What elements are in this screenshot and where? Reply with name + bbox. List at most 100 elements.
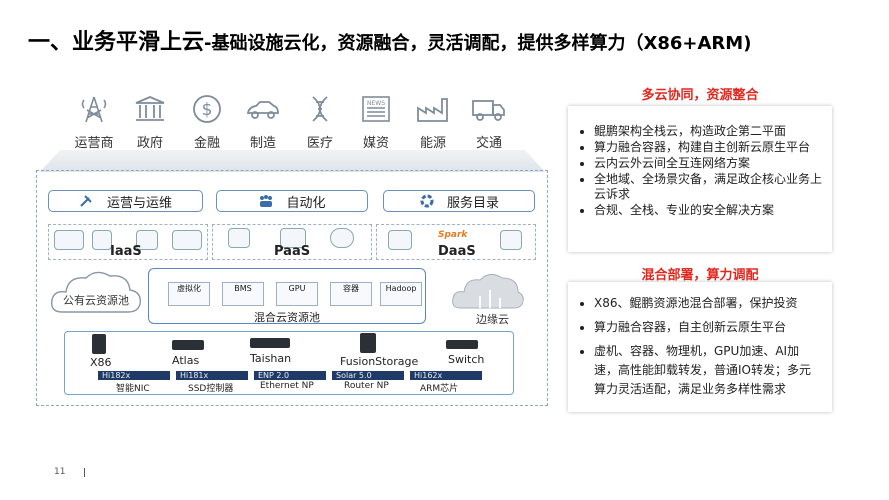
network-icon <box>136 230 158 250</box>
chip-model: Hi182x <box>98 371 170 380</box>
chip-model: Hi181x <box>176 371 248 380</box>
cloud-paas-icon <box>280 228 306 248</box>
panel-bottom-heading: 混合部署，算力调配 <box>641 268 759 283</box>
tile-label: Hadoop <box>385 284 417 293</box>
service-label: 运营与运维 <box>106 195 172 211</box>
chip-name: SSD控制器 <box>188 384 234 394</box>
industry-telecom: 运营商 <box>64 94 124 151</box>
chip-model: ENP 2.0 <box>254 371 326 380</box>
industry-label: 运营商 <box>74 136 114 151</box>
panel-top-heading: 多云协同，资源整合 <box>641 88 759 103</box>
taishan-server-icon <box>250 338 290 348</box>
panel-top-item: 算力融合容器，构建自主创新云原生平台 <box>594 140 822 155</box>
newspaper-icon: NEWS <box>362 96 390 122</box>
phone-icon <box>92 230 112 250</box>
people-icon <box>260 195 273 207</box>
chip-name: Router NP <box>344 381 389 391</box>
paas-layer <box>212 224 372 260</box>
industry-label: 交通 <box>475 136 502 151</box>
hybrid-pool-box <box>148 268 426 324</box>
industry-connector <box>40 150 545 172</box>
industry-label: 制造 <box>249 136 276 151</box>
panel-bottom-item: 算力融合容器，自主创新云原生平台 <box>594 318 822 337</box>
daas-layer <box>376 224 536 260</box>
chip-name: 智能NIC <box>116 384 150 394</box>
hardware-label: Taishan <box>250 352 292 365</box>
hardware-label: Atlas <box>172 354 200 367</box>
title-sub: -基础设施云化，资源融合，灵活调配，提供多样算力（X86+ARM) <box>204 33 752 54</box>
panel-top-item: 全地域、全场景灾备，满足政企核心业务上云诉求 <box>594 172 822 202</box>
industry-government: 政府 <box>120 94 180 151</box>
dollar-coin-icon: $ <box>193 95 221 123</box>
chip-model: Hi162x <box>410 371 482 380</box>
tile-label: GPU <box>288 284 306 293</box>
service-label: 自动化 <box>286 195 326 211</box>
hardware-label: FusionStorage <box>340 355 419 368</box>
page-number: 11 <box>54 467 66 477</box>
architecture-frame <box>36 170 548 406</box>
panel-bottom-item: 虚机、容器、物理机，GPU加速、AI加速，高性能卸载转发，普通IO转发；多元算力… <box>594 342 822 399</box>
tile-label: BMS <box>234 284 252 293</box>
edge-cloud-icon <box>452 274 524 309</box>
car-icon <box>246 101 279 119</box>
industry-label: 医疗 <box>306 136 333 151</box>
fusionstorage-icon <box>360 333 376 353</box>
factory-icon <box>417 98 448 122</box>
hybrid-pool-label: 混合云资源池 <box>254 311 320 324</box>
panel-top-item: 鲲鹏架构全栈云，构造政企第二平面 <box>594 124 822 139</box>
hadoop-elephant-icon <box>388 230 412 250</box>
industry-label: 政府 <box>136 136 163 151</box>
dna-icon <box>312 96 328 122</box>
hardware-box <box>64 331 514 395</box>
telecom-tower-icon <box>81 96 107 123</box>
industry-energy: 能源 <box>403 94 463 151</box>
chip-name: ARM芯片 <box>420 384 459 394</box>
gpu-tile: GPU <box>276 282 318 306</box>
iaas-label: IaaS <box>110 244 142 259</box>
panel-top-item: 云内云外云间全互连网络方案 <box>594 156 822 171</box>
bms-tile: BMS <box>222 282 264 306</box>
tools-icon <box>80 195 92 207</box>
ring-icon <box>420 194 434 208</box>
panel-top-item: 合规、全栈、专业的安全解决方案 <box>594 203 822 218</box>
cube-icon <box>228 228 250 248</box>
virtualization-tile: 虚拟化 <box>168 282 210 306</box>
page-title: 一、业务平滑上云-基础设施云化，资源融合，灵活调配，提供多样算力（X86+ARM… <box>28 24 878 56</box>
x86-server-icon <box>92 334 106 354</box>
truck-icon <box>472 100 505 121</box>
industry-medical: 医疗 <box>290 94 350 151</box>
industry-label: 媒资 <box>362 136 389 151</box>
hadoop-tile: Hadoop <box>380 282 422 306</box>
industry-media: NEWS 媒资 <box>346 94 406 151</box>
panel-bottom-item: X86、鲲鹏资源池混合部署，保护投资 <box>594 294 822 313</box>
catalog-service-box: 服务目录 <box>383 190 535 212</box>
title-main: 一、业务平滑上云 <box>28 30 205 55</box>
iaas-layer <box>48 224 208 260</box>
footer-divider <box>84 468 85 477</box>
container-tile: 容器 <box>330 282 372 306</box>
panel-top: 鲲鹏架构全栈云，构造政企第二平面 算力融合容器，构建自主创新云原生平台 云内云外… <box>568 106 832 252</box>
daas-label: DaaS <box>438 244 476 259</box>
hardware-label: Switch <box>448 353 485 366</box>
cloud-server-icon <box>54 230 84 250</box>
industry-finance: $ 金融 <box>177 94 237 151</box>
spark-logo: Spark <box>438 230 468 240</box>
public-cloud-label: 公有云资源池 <box>63 294 129 307</box>
paas-label: PaaS <box>274 244 311 259</box>
tile-label: 容器 <box>343 284 359 293</box>
tile-label: 虚拟化 <box>177 284 201 293</box>
government-building-icon <box>135 96 165 121</box>
ops-service-box: 运营与运维 <box>48 190 203 212</box>
automation-service-box: 自动化 <box>216 190 368 212</box>
svg-text:NEWS: NEWS <box>367 100 385 107</box>
cloud-server-icon <box>172 230 202 250</box>
data-icon <box>500 230 522 250</box>
industry-label: 能源 <box>419 136 446 151</box>
industry-transport: 交通 <box>459 94 519 151</box>
public-cloud-icon <box>51 271 141 313</box>
svg-text:$: $ <box>202 100 213 120</box>
chip-name: Ethernet NP <box>260 381 314 391</box>
cluster-icon <box>330 228 354 248</box>
industry-label: 金融 <box>193 136 220 151</box>
hardware-label: X86 <box>90 356 112 369</box>
